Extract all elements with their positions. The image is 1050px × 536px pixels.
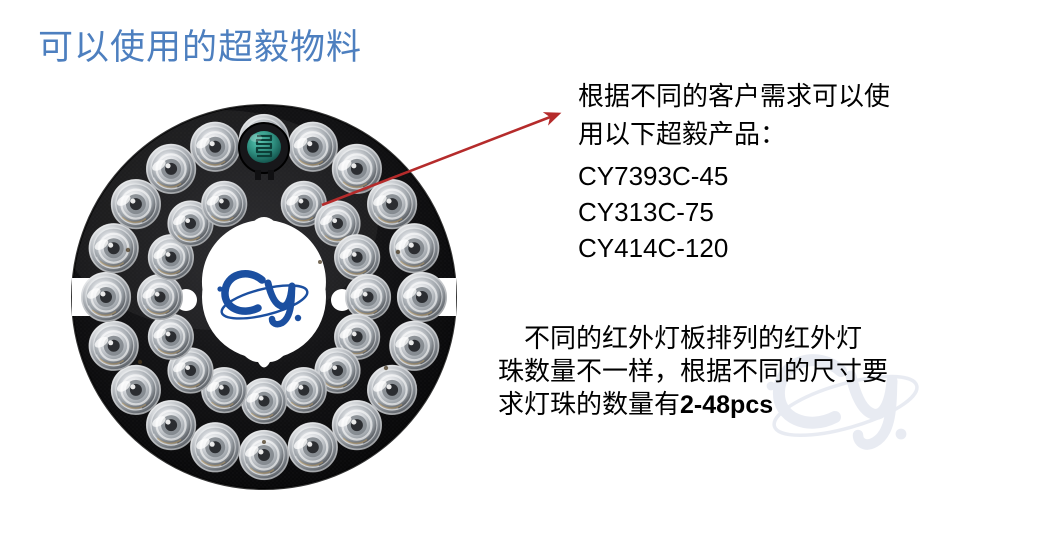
notes-paragraph: 不同的红外灯板排列的红外灯 珠数量不一样，根据不同的尺寸要 求灯珠的数量有2-4… — [498, 322, 888, 422]
product-code-list: CY7393C-45 CY313C-75 CY414C-120 — [578, 161, 729, 263]
notes-line-2: 珠数量不一样，根据不同的尺寸要 — [498, 357, 889, 386]
page-title: 可以使用的超毅物料 — [38, 28, 363, 67]
photoresistor-sensor — [238, 122, 290, 180]
ir-led-board-image — [68, 100, 460, 494]
notes-line-1: 不同的红外灯板排列的红外灯 — [498, 324, 863, 353]
cy-logo — [217, 270, 309, 328]
notes-line-3-prefix: 求灯珠的数量有 — [498, 390, 681, 419]
led-quantity-value: 2-48pcs — [680, 391, 774, 419]
solder-pads — [125, 247, 401, 444]
callout-paragraph: 根据不同的客户需求可以使 用以下超毅产品： — [578, 82, 891, 149]
ir-led-board-graphic — [68, 100, 460, 494]
